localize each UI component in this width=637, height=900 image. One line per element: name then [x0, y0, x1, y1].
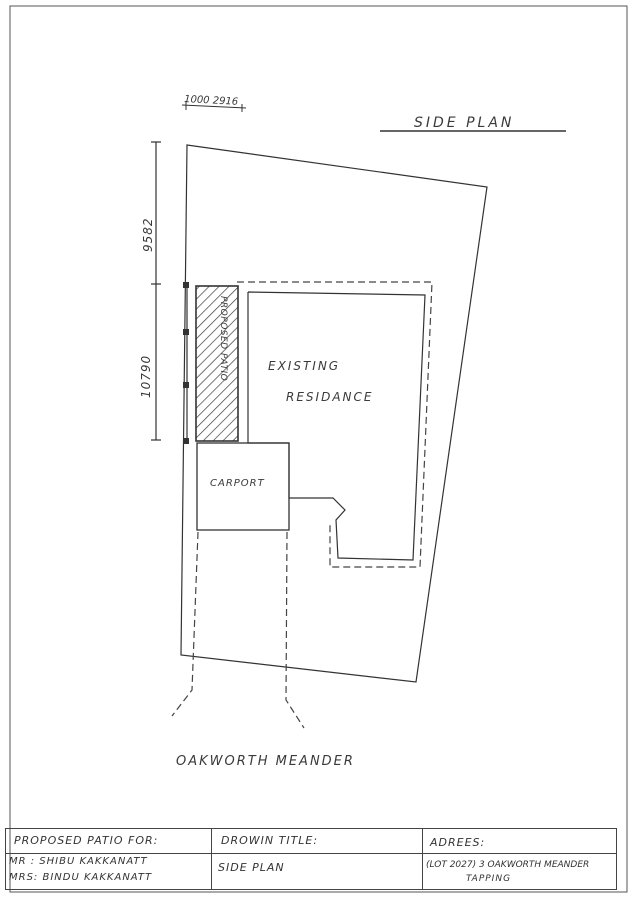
dimension-upper: 9582 [141, 217, 155, 252]
driveway-dashed-lines [171, 531, 305, 729]
title-block-divider-2 [422, 829, 423, 889]
address-label: ADREES: [430, 836, 486, 849]
carport-label: CARPORT [210, 478, 265, 489]
dimension-lower: 10790 [139, 355, 153, 398]
client-label: PROPOSED PATIO FOR: [14, 834, 159, 847]
patio-label: PROPOSED PATIO [218, 296, 228, 381]
title-block: PROPOSED PATIO FOR: MR : SHIBU KAKKANATT… [5, 828, 617, 890]
scale-label: 1000 2916 [184, 94, 239, 108]
client-owner-1: MR : SHIBU KAKKANATT [9, 856, 148, 867]
street-name: OAKWORTH MEANDER [176, 754, 355, 769]
drawing-border [9, 5, 628, 893]
patio-posts [183, 282, 189, 444]
residence-label-line2: RESIDANCE [286, 390, 373, 404]
client-owner-2: MRS: BINDU KAKKANATT [9, 872, 153, 883]
title-block-hline [6, 853, 616, 854]
carport [196, 442, 290, 531]
residence-label-line1: EXISTING [268, 359, 340, 373]
proposed-patio [195, 285, 239, 442]
title-block-divider-1 [211, 829, 212, 889]
scale-marker: 1000 2916 [181, 94, 247, 112]
lot-boundary [180, 144, 488, 683]
drawing-title: SIDE PLAN [414, 115, 514, 131]
drawing-title-value: SIDE PLAN [218, 861, 285, 874]
drawing-title-label: DROWIN TITLE: [221, 834, 319, 847]
dimension-line [151, 141, 161, 441]
address-line-2: TAPPING [466, 874, 512, 884]
address-line-1: (LOT 2027) 3 OAKWORTH MEANDER [426, 860, 590, 870]
existing-residence-outline [247, 291, 426, 561]
residence-dashed-outline [237, 281, 433, 568]
